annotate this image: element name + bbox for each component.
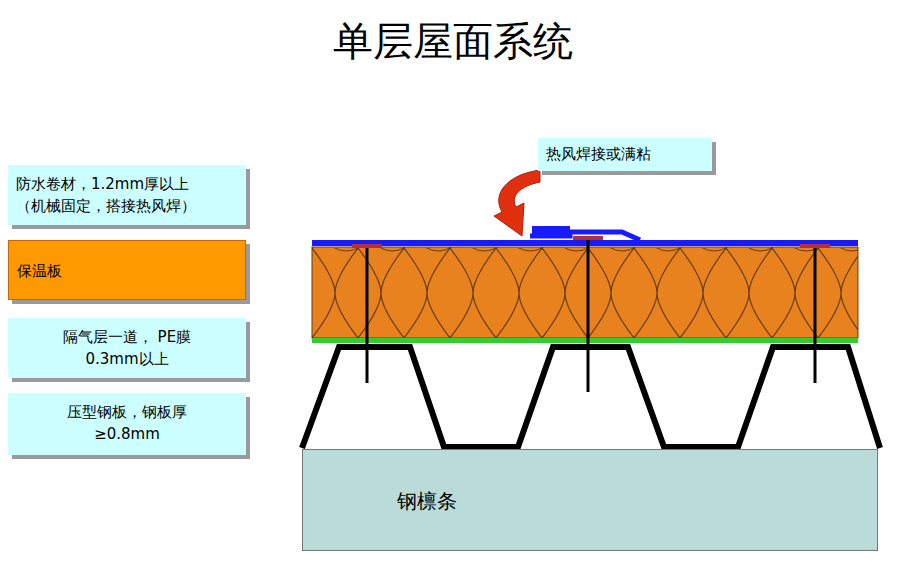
barrier-label-box: 隔气层一道， PE膜0.3mm以上 [8, 318, 246, 378]
label-text: 隔气层一道， PE膜0.3mm以上 [62, 326, 192, 370]
fastener-plates [352, 236, 830, 248]
title: 单层屋面系统 [0, 14, 905, 69]
label-text: 保温板 [17, 260, 217, 282]
deck-profile [302, 347, 880, 448]
vapour-barrier [312, 338, 858, 343]
deck-label-box: 压型钢板，钢板厚 ≥0.8mm [8, 393, 246, 455]
fasteners [367, 238, 815, 392]
membrane-label-box: 防水卷材，1.2mm厚以上 （机械固定，搭接热风焊） [8, 165, 246, 225]
label-text: 热风焊接或满粘 [546, 143, 704, 165]
label-text: 压型钢板，钢板厚 ≥0.8mm [55, 401, 200, 445]
label-text: 防水卷材，1.2mm厚以上 （机械固定，搭接热风焊） [16, 173, 208, 217]
insulation-board [312, 247, 858, 338]
label-text: 钢檩条 [397, 488, 517, 514]
membrane [312, 240, 858, 246]
weld-seam [532, 226, 570, 238]
purlin-box: 钢檩条 [302, 449, 878, 551]
callout-arrow [494, 170, 540, 236]
callout-box: 热风焊接或满粘 [538, 138, 712, 171]
insulation-label-box: 保温板 [8, 240, 246, 300]
